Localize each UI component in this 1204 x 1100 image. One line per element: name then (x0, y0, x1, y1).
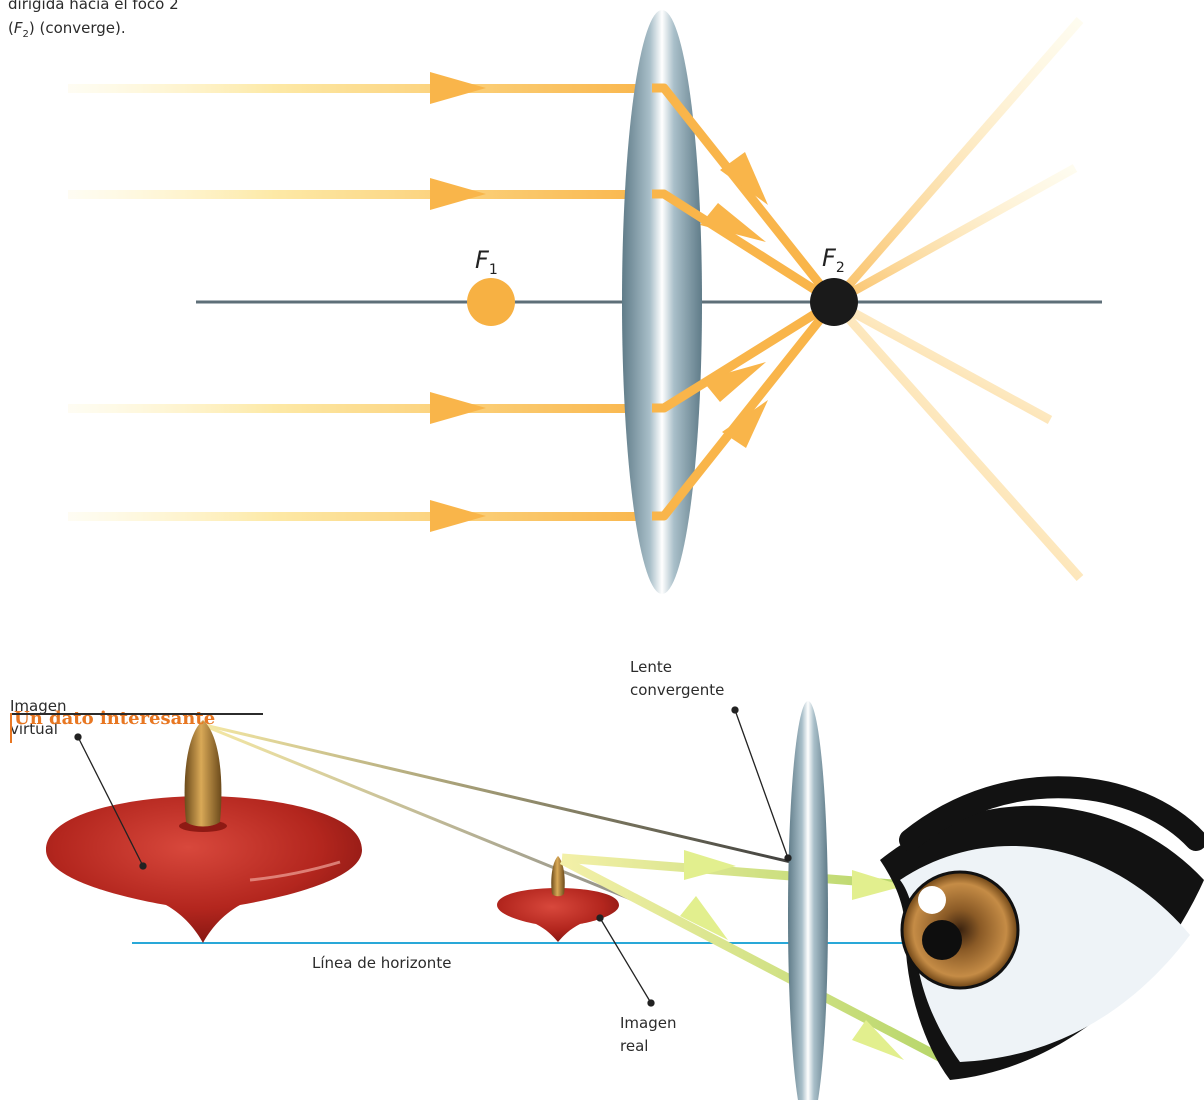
top-real-image (497, 856, 619, 942)
converging-lens-top (622, 10, 702, 594)
focus-2-point (810, 278, 858, 326)
focus-1-label: F1 (475, 246, 498, 278)
ray-4 (68, 512, 658, 521)
top-virtual-image (46, 720, 362, 943)
dato-accent-bar (10, 713, 12, 743)
horizon-label: Línea de horizonte (312, 952, 451, 975)
ray-1 (68, 84, 658, 93)
converging-lens-bottom (788, 701, 828, 1100)
ray-2 (68, 190, 658, 199)
focus-2-label: F2 (822, 244, 845, 276)
ray-3 (68, 404, 658, 413)
focus-1-point (467, 278, 515, 326)
diverging-rays (834, 20, 1080, 578)
eye-illustration (880, 787, 1204, 1080)
imagen-real-label: Imagen real (620, 1012, 676, 1058)
dato-interesante-title: Un dato interesante (14, 708, 215, 729)
lente-convergente-label: Lente convergente (630, 656, 724, 702)
dato-divider (10, 713, 263, 715)
